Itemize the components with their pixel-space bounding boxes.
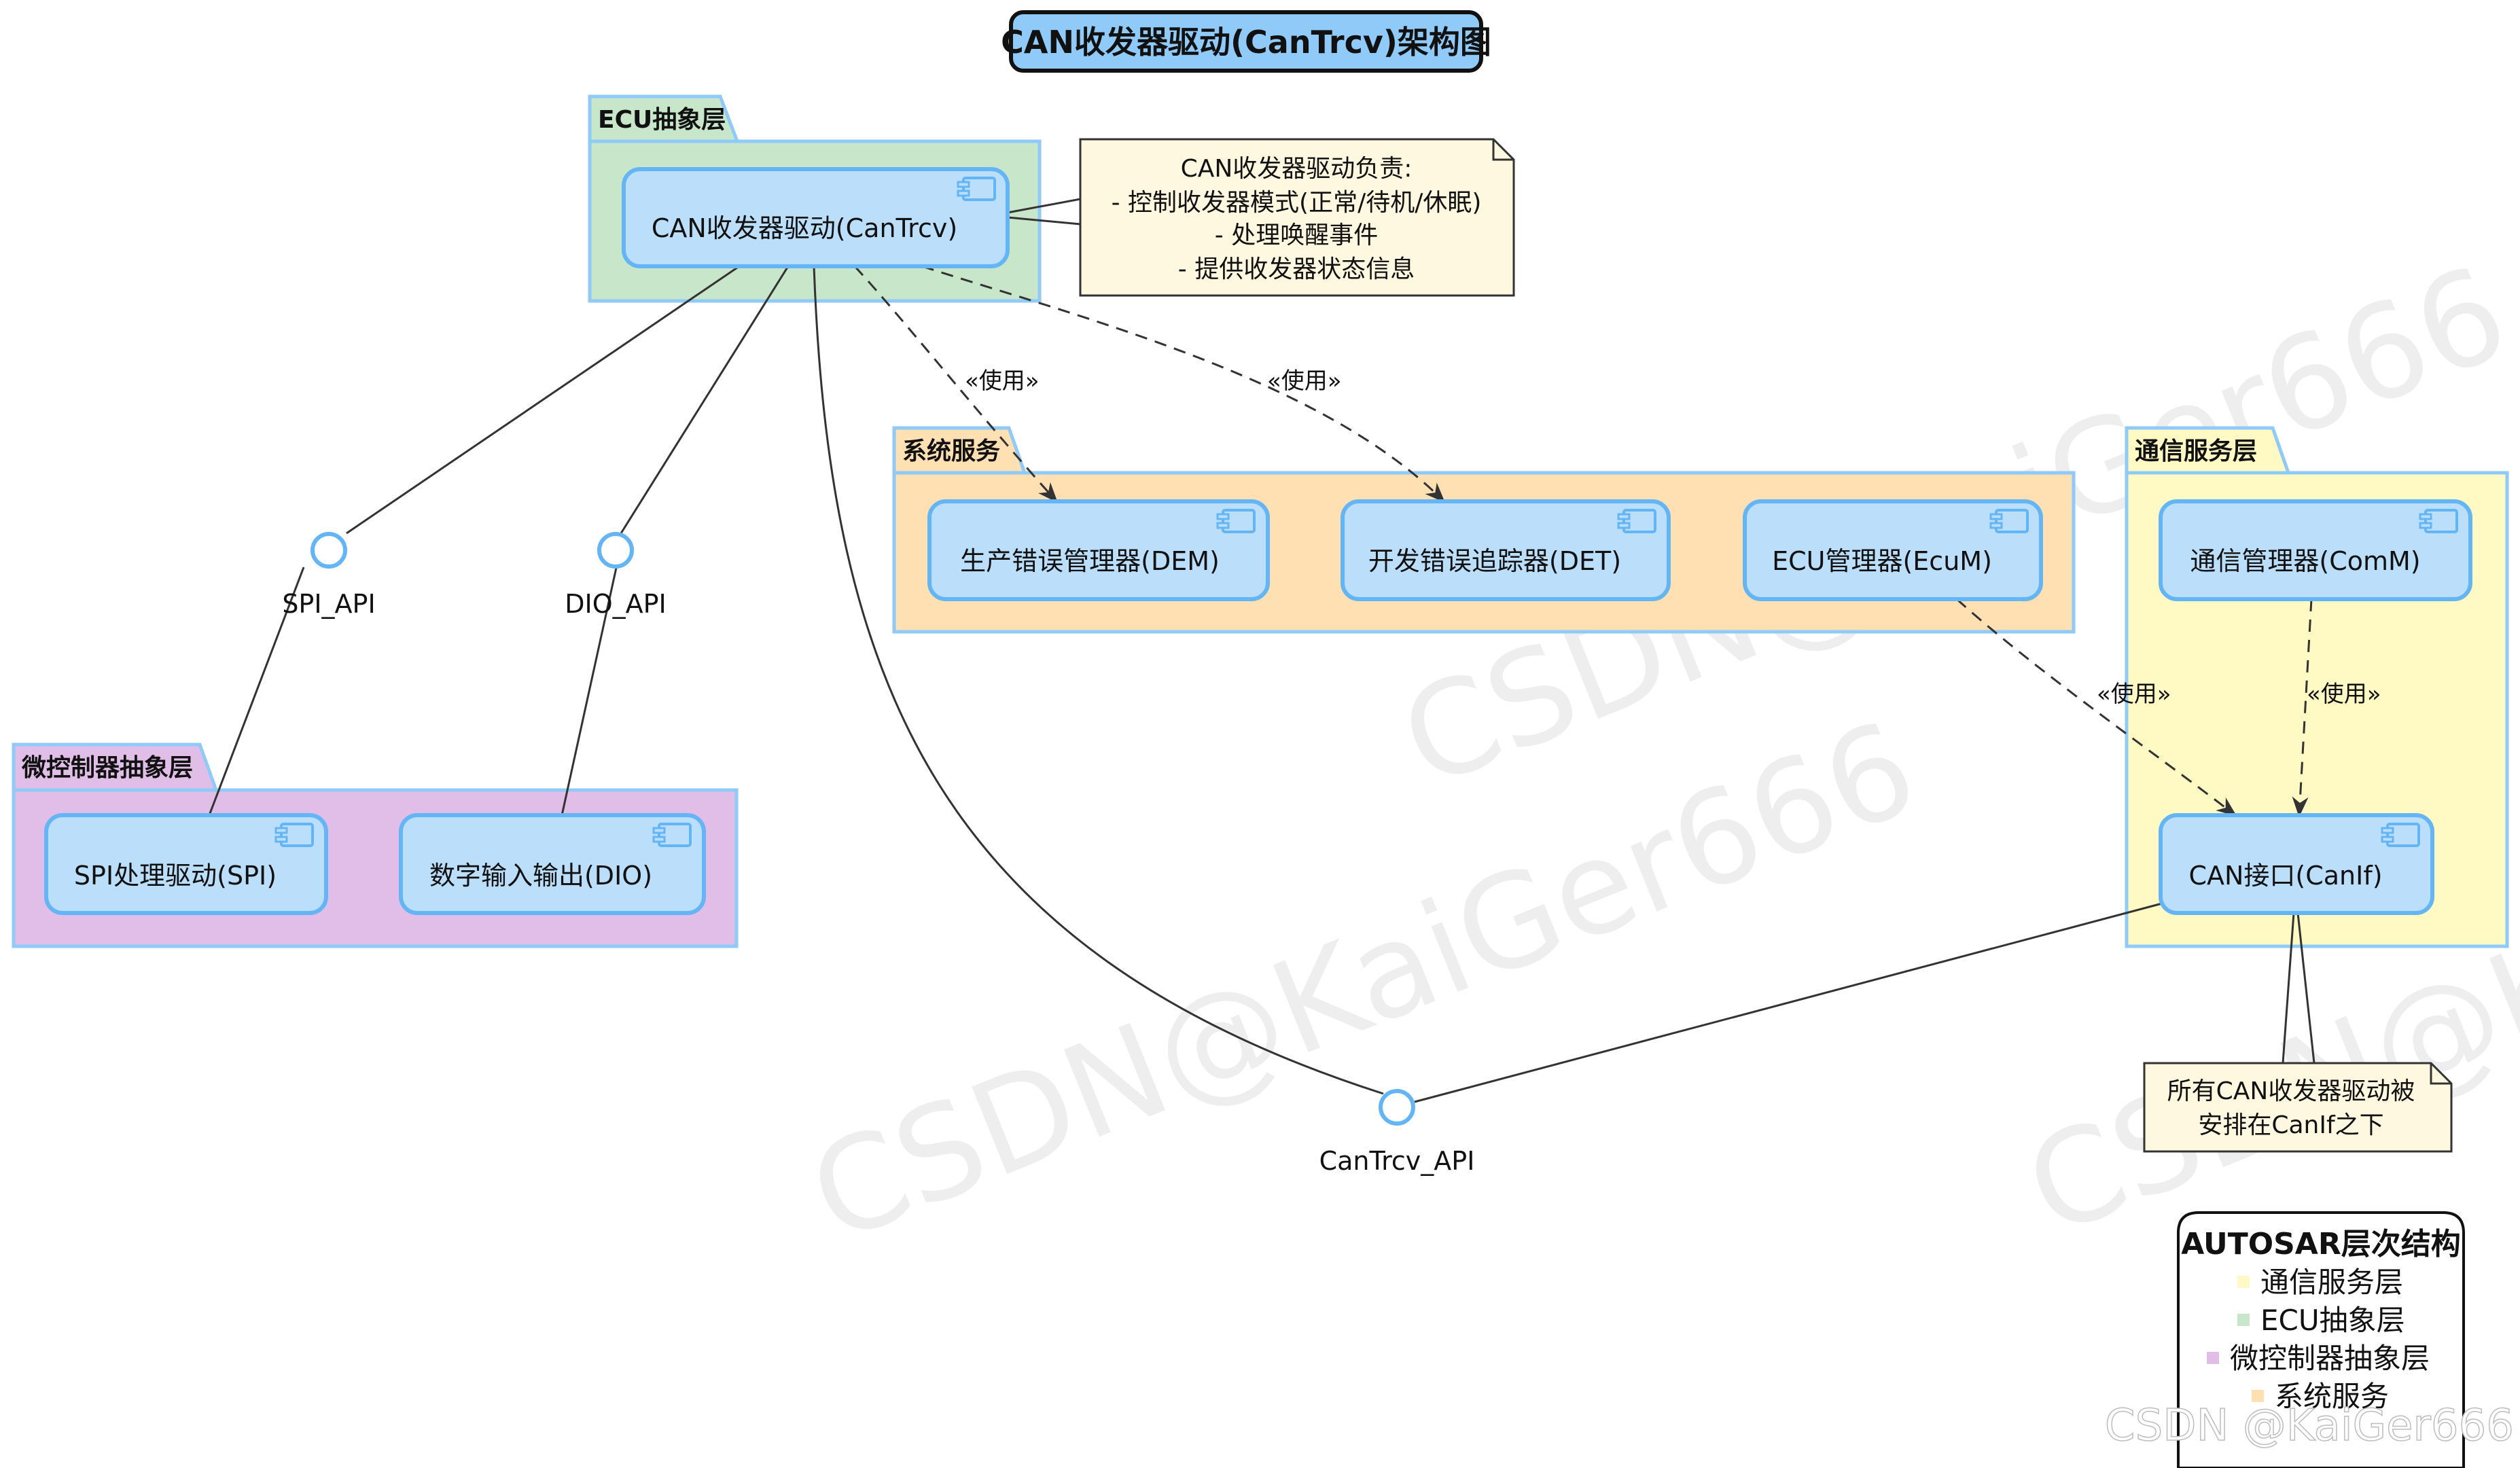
link-dio-api-dio [561, 567, 618, 816]
legend-swatch-ecu [2237, 1314, 2250, 1326]
note-cantrcv-line-2: - 控制收发器模式(正常/待机/休眠) [1112, 189, 1482, 217]
interface-cantrcv-api[interactable]: CanTrcv_API [1319, 1089, 1475, 1176]
use-ecum-canif [1955, 598, 2237, 817]
package-label-ecu: ECU抽象层 [598, 106, 726, 134]
note-cantrcv-line-3: - 处理唤醒事件 [1215, 221, 1378, 249]
interface-label-cantrcv: CanTrcv_API [1319, 1146, 1475, 1176]
use-label-comm: «使用» [2307, 681, 2381, 708]
note-cantrcv-line-4: - 提供收发器状态信息 [1178, 255, 1415, 283]
watermark-center: CSDN@KaiGer666 [791, 693, 1935, 1272]
interface-label-spi: SPI_API [282, 589, 375, 619]
component-comm[interactable]: 通信管理器(ComM) [2159, 499, 2472, 601]
link-cantrcv-cantrcv-api [813, 266, 1384, 1095]
link-cantrcv-dio-api [620, 266, 789, 534]
interface-spi-api[interactable]: SPI_API [282, 532, 376, 619]
component-ecum[interactable]: ECU管理器(EcuM) [1743, 499, 2043, 601]
footer-watermark: CSDN @KaiGer666 [2105, 1401, 2514, 1451]
component-cantrcv[interactable]: CAN收发器驱动(CanTrcv) [622, 167, 1010, 268]
link-cantrcv-spi-api [346, 265, 740, 535]
component-label-cantrcv: CAN收发器驱动(CanTrcv) [652, 213, 957, 243]
link-spi-api-spi [208, 567, 305, 816]
link-canif-cantrcv-api [1414, 902, 2163, 1103]
legend-item-comm: 通信服务层 [2260, 1266, 2403, 1299]
component-label-dem: 生产错误管理器(DEM) [960, 546, 1220, 576]
use-label-ecum: «使用» [2097, 681, 2171, 708]
legend-item-sys: 系统服务 [2275, 1380, 2389, 1413]
component-dem[interactable]: 生产错误管理器(DEM) [927, 499, 1270, 601]
diagram-title: CAN收发器驱动(CanTrcv)架构图 [1001, 24, 1491, 60]
legend-title: AUTOSAR层次结构 [2181, 1227, 2460, 1261]
note-cantrcv-line-1: CAN收发器驱动负责: [1181, 155, 1413, 183]
use-label-dem: «使用» [965, 368, 1040, 395]
component-label-ecum: ECU管理器(EcuM) [1772, 546, 1992, 576]
interface-circle-spi [310, 532, 347, 569]
use-relations [853, 265, 2313, 817]
interface-circle-cantrcv [1379, 1089, 1415, 1126]
use-label-det: «使用» [1267, 368, 1342, 395]
package-label-comm: 通信服务层 [2135, 437, 2257, 465]
component-label-canif: CAN接口(CanIf) [2188, 861, 2382, 891]
component-canif[interactable]: CAN接口(CanIf) [2159, 813, 2434, 915]
legend-swatch-sys [2252, 1390, 2264, 1402]
interface-dio-api[interactable]: DIO_API [565, 532, 667, 619]
component-dio[interactable]: 数字输入输出(DIO) [399, 813, 706, 915]
component-label-comm: 通信管理器(ComM) [2190, 546, 2420, 576]
component-label-dio: 数字输入输出(DIO) [429, 861, 652, 891]
legend: AUTOSAR层次结构 通信服务层 ECU抽象层 微控制器抽象层 系统服务 [2177, 1211, 2465, 1468]
package-label-sys: 系统服务 [902, 437, 1000, 465]
use-labels: «使用» «使用» «使用» «使用» [965, 368, 2381, 708]
diagram-title-box: CAN收发器驱动(CanTrcv)架构图 [1001, 10, 1491, 73]
use-cantrcv-dem [853, 265, 1059, 503]
note-cantrcv: CAN收发器驱动负责: - 控制收发器模式(正常/待机/休眠) - 处理唤醒事件… [1079, 138, 1515, 297]
component-det[interactable]: 开发错误追踪器(DET) [1341, 499, 1671, 601]
package-label-mcal: 微控制器抽象层 [21, 754, 193, 782]
note-canif-line-1: 所有CAN收发器驱动被 [2167, 1077, 2415, 1105]
connectors [208, 198, 2315, 1103]
component-spi[interactable]: SPI处理驱动(SPI) [44, 813, 328, 915]
component-label-spi: SPI处理驱动(SPI) [74, 861, 277, 891]
legend-swatch-comm [2237, 1276, 2250, 1288]
interface-label-dio: DIO_API [565, 589, 667, 619]
legend-swatch-mcal [2207, 1352, 2219, 1364]
use-cantrcv-det [921, 265, 1446, 503]
legend-item-ecu: ECU抽象层 [2260, 1304, 2405, 1337]
note-canif: 所有CAN收发器驱动被 安排在CanIf之下 [2143, 1062, 2453, 1153]
component-label-det: 开发错误追踪器(DET) [1368, 546, 1621, 576]
use-comm-canif [2292, 598, 2313, 817]
note-canif-line-2: 安排在CanIf之下 [2198, 1111, 2383, 1139]
legend-item-mcal: 微控制器抽象层 [2230, 1342, 2430, 1375]
interface-circle-dio [597, 532, 634, 569]
